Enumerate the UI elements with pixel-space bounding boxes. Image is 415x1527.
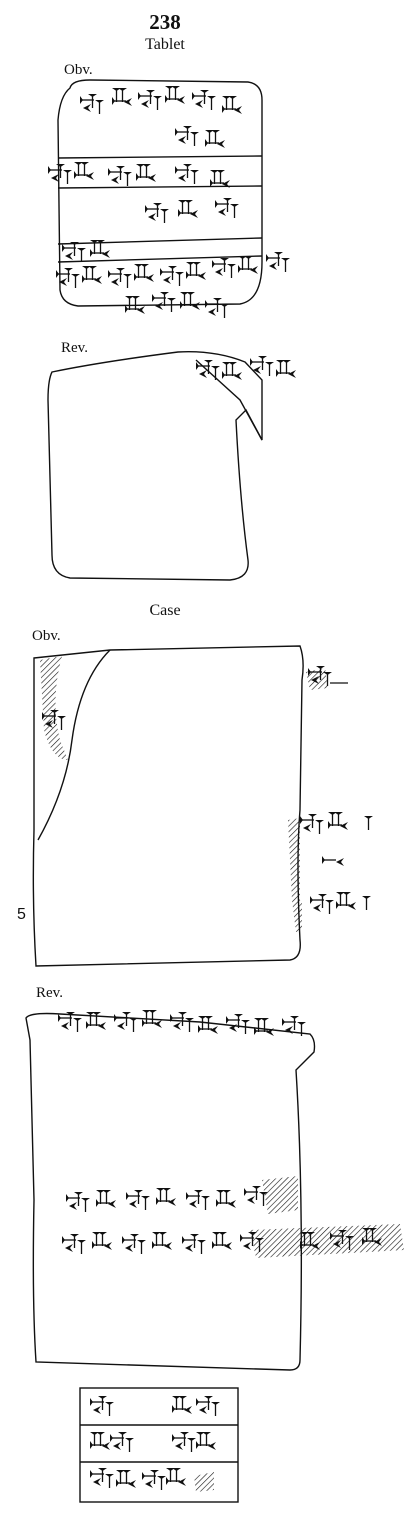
hatched-damage-area [40,656,68,760]
hatched-damage-area [288,818,300,900]
tablet-reverse-label: Rev. [61,340,88,356]
line-number: 5 [17,906,26,923]
case-obverse-label: Obv. [32,628,61,644]
tablet-heading: Tablet [145,36,185,53]
tablet-reverse-outline [47,351,263,581]
hatched-damage-area [250,1224,404,1258]
tablet-obverse-signs [48,86,290,318]
case-heading: Case [149,602,181,619]
hatched-damage-area [194,1472,214,1492]
plate-number: 238 [149,10,181,34]
hatched-damage-area [292,900,302,932]
hatched-damage-area [306,668,328,690]
tablet-reverse-signs [196,356,296,380]
hatched-damage-area [262,1176,298,1214]
case-obverse-outline [32,645,304,967]
case-obverse-signs [42,666,374,914]
seal-impression-panel [79,1387,239,1503]
case-reverse-signs [58,1010,382,1254]
tablet-obverse-label: Obv. [64,62,93,78]
case-reverse-label: Rev. [36,985,63,1001]
